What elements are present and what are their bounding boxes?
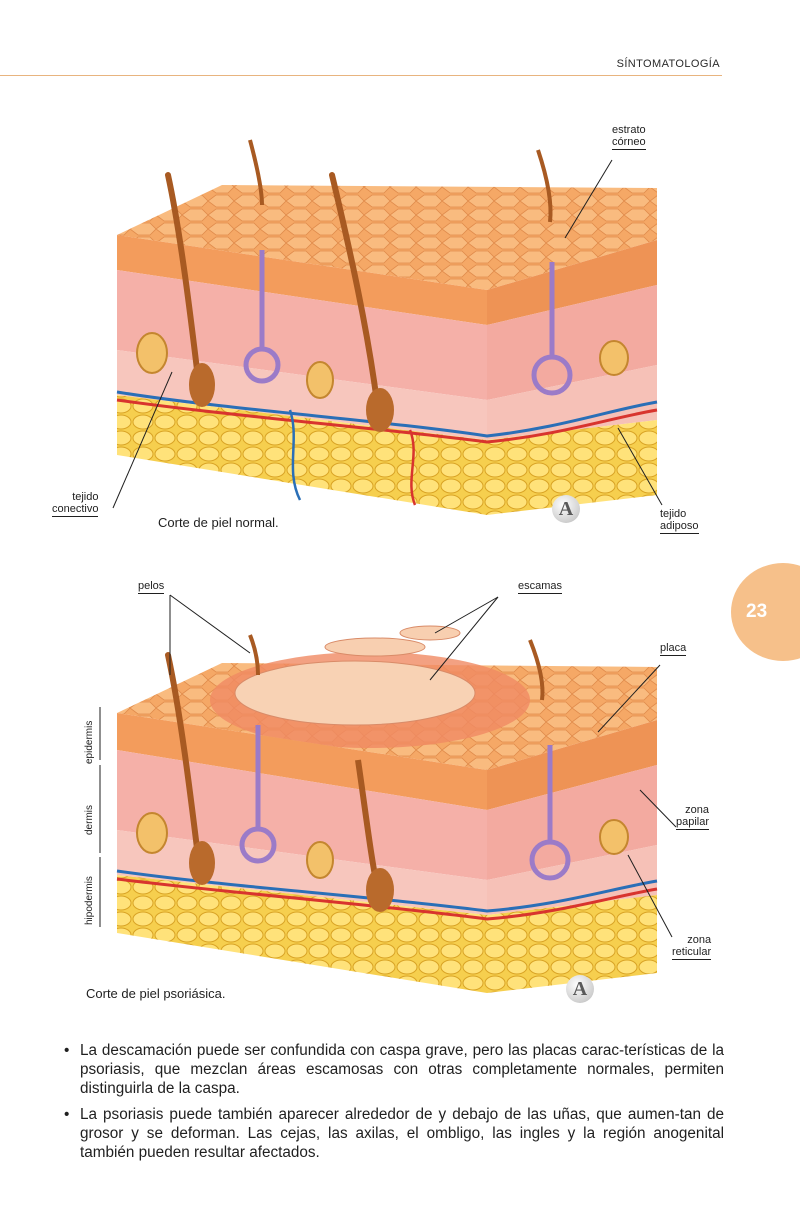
label-hairs: pelos <box>138 580 165 594</box>
label-plaque: placa <box>660 642 687 656</box>
publisher-logo: A <box>552 495 580 523</box>
bullet-item: La psoriasis puede también aparecer alre… <box>64 1105 724 1162</box>
publisher-logo: A <box>566 975 594 1003</box>
dermis-front <box>117 270 487 400</box>
caption-normal-skin: Corte de piel normal. <box>158 515 279 530</box>
label-scales: escamas <box>518 580 563 594</box>
layer-epidermis: epidermis <box>84 720 95 764</box>
label-stratum-corneum: estrato córneo <box>612 124 646 150</box>
stratum-layer <box>117 235 487 325</box>
psoriasis-skin-illustration <box>99 594 677 993</box>
epidermis-surface <box>117 185 657 290</box>
label-papillary-zone: zona papilar <box>676 804 710 830</box>
section-title: SÍNTOMATOLOGÍA <box>616 58 720 70</box>
hypodermis-front <box>117 395 487 515</box>
label-reticular-zone: zona reticular <box>672 934 712 960</box>
normal-skin-illustration <box>112 139 663 515</box>
scale-flake <box>324 637 426 657</box>
label-adipose-tissue: tejido adiposo <box>660 508 699 534</box>
layer-hypodermis: hipodermis <box>84 876 95 925</box>
scale-flake <box>399 625 461 641</box>
bullet-list: La descamación puede ser confundida con … <box>64 1041 724 1169</box>
page-number: 23 <box>746 601 768 622</box>
caption-psoriatic-skin: Corte de piel psoriásica. <box>86 986 226 1001</box>
header-rule <box>0 75 722 76</box>
bullet-item: La descamación puede ser confundida con … <box>64 1041 724 1098</box>
label-connective-tissue: tejido conectivo <box>52 491 99 517</box>
layer-dermis: dermis <box>84 804 95 835</box>
